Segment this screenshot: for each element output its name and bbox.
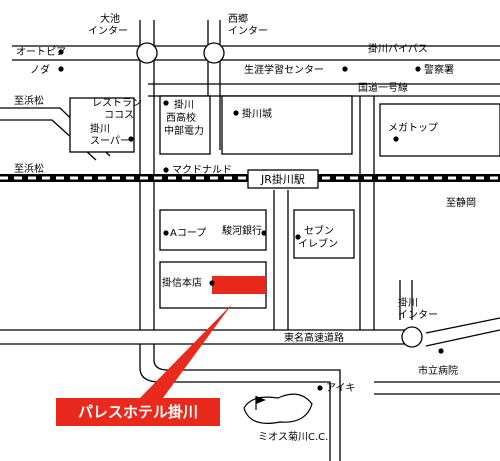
autopia-label: オートピア <box>16 46 66 58</box>
station-label: JR掛川駅 <box>260 172 305 186</box>
hotel-building <box>212 276 266 294</box>
suruga-bank-label: 駿河銀行 <box>222 224 262 237</box>
direction-shizuoka: 至静岡 <box>446 196 476 209</box>
nishigo-interchange-marker <box>203 42 225 64</box>
city-blocks <box>69 95 500 309</box>
mcdonalds-label: マクドナルド <box>172 164 232 176</box>
megatop-label: メガトップ <box>388 122 438 134</box>
chubu-electric-label: 中部電力 <box>164 124 204 137</box>
tomei-label: 東名高速道路 <box>284 331 344 344</box>
police-label: 警察署 <box>424 63 454 76</box>
oike-interchange-label: 大池インター <box>88 12 128 37</box>
direction-hamamatsu-upper: 至浜松 <box>14 94 44 107</box>
landmark-dots <box>58 49 444 391</box>
kakegawa-interchange-marker <box>401 326 423 348</box>
mios-kikugawa-cc-label: ミオス菊川C.C. <box>258 431 328 443</box>
aiki-label: アイキ <box>326 383 356 394</box>
hotel-pointer <box>140 304 232 402</box>
city-hospital-label: 市立病院 <box>418 364 458 377</box>
direction-hamamatsu-lower: 至浜松 <box>14 162 44 175</box>
kakegawa-super-label: 掛川スーパー <box>90 122 130 147</box>
a-coop-label: Aコープ <box>170 227 206 239</box>
restaurant-cocos-label: レストランココス <box>92 97 142 121</box>
seven-eleven-label: セブンイレブン <box>298 224 338 250</box>
station-box <box>247 169 319 189</box>
bypass-label: 掛川バイパス <box>368 42 428 55</box>
noda-label: ノダ <box>30 63 50 76</box>
oike-interchange-marker <box>136 42 158 64</box>
hotel-label: パレスホテル掛川 <box>78 403 198 421</box>
kakegawa-interchange-label: 掛川インター <box>398 296 438 321</box>
kakegawa-castle-label: 掛川城 <box>242 107 272 120</box>
hotel-label-box <box>56 398 220 426</box>
road-network <box>0 20 500 461</box>
nishi-high-school-label: 掛川西高校 <box>166 98 196 124</box>
shogai-center-label: 生涯学習センター <box>244 63 324 76</box>
route1-label: 国道一号線 <box>358 81 408 94</box>
nishigo-interchange-label: 西郷インター <box>228 13 268 37</box>
golf-course <box>243 393 313 424</box>
map-labels: 大池インター 西郷インター 掛川インター 掛川バイパス 国道一号線 東名高速道路… <box>14 12 476 443</box>
shinkin-honten-label: 掛信本店 <box>162 276 202 289</box>
